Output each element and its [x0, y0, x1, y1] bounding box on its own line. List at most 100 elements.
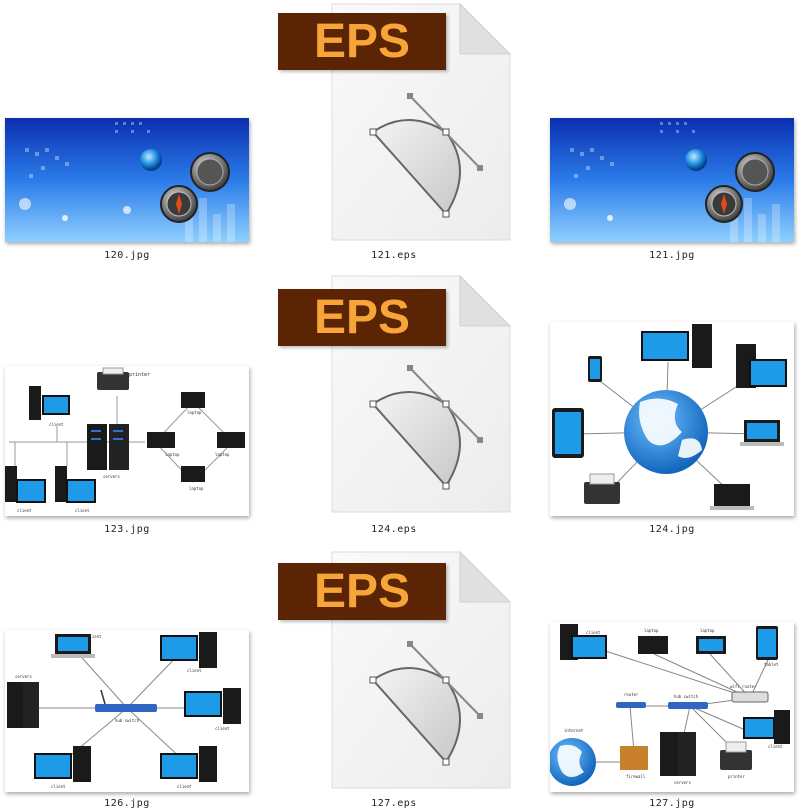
monitor-icon — [641, 331, 689, 361]
svg-text:router: router — [624, 692, 639, 697]
svg-text:client: client — [187, 668, 202, 673]
hub-switch-icon — [95, 704, 157, 712]
svg-text:client: client — [586, 630, 601, 635]
laptop-icon — [147, 432, 175, 448]
laptop-icon — [638, 636, 668, 654]
laptop-icon — [217, 432, 245, 448]
file-caption: 121.eps — [371, 250, 417, 261]
svg-text:hub switch: hub switch — [115, 718, 140, 723]
hub-switch-icon — [668, 702, 708, 709]
svg-text:firewall: firewall — [626, 774, 646, 779]
printer-icon — [720, 750, 752, 770]
file-item-124-jpg[interactable]: 124.jpg — [545, 272, 799, 542]
file-caption: 121.jpg — [649, 250, 695, 261]
wifi-router-icon — [731, 691, 769, 703]
svg-text:laptop: laptop — [644, 628, 659, 633]
tech-background-image — [5, 118, 249, 242]
svg-text:client: client — [215, 726, 230, 731]
server-icon — [199, 746, 217, 782]
monitor-icon — [571, 635, 607, 659]
server-icon — [774, 710, 790, 744]
server-icon — [7, 682, 23, 728]
file-caption: 120.jpg — [104, 250, 150, 261]
network-diagram-image: printer client servers laptop laptop lap… — [5, 367, 245, 513]
file-caption: 124.eps — [371, 524, 417, 535]
svg-text:servers: servers — [674, 780, 691, 785]
file-item-126-jpg[interactable]: client client servers hub switch client … — [0, 548, 260, 812]
firewall-icon — [620, 746, 648, 770]
file-item-124-eps[interactable]: EPS 124.eps — [270, 272, 530, 542]
file-item-120-jpg[interactable]: 120.jpg — [0, 0, 260, 270]
file-caption: 127.jpg — [649, 798, 695, 809]
thumbnail-121-jpg — [550, 118, 794, 242]
monitor-icon — [66, 479, 96, 503]
svg-text:laptop: laptop — [189, 486, 204, 491]
svg-text:client: client — [768, 744, 783, 749]
svg-text:hub switch: hub switch — [674, 694, 699, 699]
monitor-icon — [160, 753, 198, 779]
server-icon — [109, 424, 129, 470]
svg-text:client: client — [87, 634, 102, 639]
svg-text:tablet: tablet — [764, 662, 779, 667]
svg-text:client: client — [177, 784, 192, 789]
thumbnail-120-jpg — [5, 118, 249, 242]
file-item-127-eps[interactable]: EPS 127.eps — [270, 548, 530, 812]
file-caption: 127.eps — [371, 798, 417, 809]
file-caption: 126.jpg — [104, 798, 150, 809]
tech-background-image — [550, 118, 794, 242]
svg-text:client: client — [75, 508, 90, 513]
thumbnail-124-jpg — [550, 322, 794, 516]
svg-text:client: client — [51, 784, 66, 789]
server-icon — [223, 688, 241, 724]
network-diagram-image: client client servers hub switch client … — [7, 632, 241, 789]
file-item-127-jpg[interactable]: client laptop laptop tablet wifi router … — [545, 548, 799, 812]
monitor-icon — [160, 635, 198, 661]
eps-badge: EPS — [278, 289, 446, 346]
svg-text:client: client — [17, 508, 32, 513]
label-printer: printer — [129, 372, 150, 378]
globe-icon — [140, 149, 162, 171]
svg-text:servers: servers — [103, 474, 120, 479]
laptop-icon — [181, 466, 205, 482]
eps-badge: EPS — [278, 563, 446, 620]
laptop-icon — [714, 484, 750, 506]
svg-text:laptop: laptop — [187, 410, 202, 415]
monitor-icon — [42, 395, 70, 415]
monitor-icon — [34, 753, 72, 779]
server-icon — [199, 632, 217, 668]
file-item-121-jpg[interactable]: 121.jpg — [545, 0, 799, 270]
file-item-121-eps[interactable]: EPS 121.eps — [270, 0, 530, 270]
server-icon — [73, 746, 91, 782]
file-caption: 123.jpg — [104, 524, 150, 535]
network-diagram-image: client laptop laptop tablet wifi router … — [550, 624, 790, 786]
monitor-icon — [16, 479, 46, 503]
thumbnail-123-jpg: printer client servers laptop laptop lap… — [5, 366, 249, 516]
svg-text:servers: servers — [15, 674, 32, 679]
monitor-icon — [743, 717, 775, 739]
server-icon — [678, 732, 696, 776]
svg-text:internet: internet — [564, 728, 584, 733]
printer-icon — [97, 372, 129, 390]
thumbnail-126-jpg: client client servers hub switch client … — [5, 630, 249, 792]
svg-text:client: client — [49, 422, 64, 427]
server-icon — [87, 424, 107, 470]
printer-icon — [584, 482, 620, 504]
globe-icon — [685, 149, 707, 171]
svg-text:laptop: laptop — [215, 452, 230, 457]
server-icon — [23, 682, 39, 728]
laptop-icon — [181, 392, 205, 408]
monitor-icon — [184, 691, 222, 717]
thumbnail-127-jpg: client laptop laptop tablet wifi router … — [550, 622, 794, 792]
router-icon — [616, 702, 646, 708]
server-icon — [660, 732, 678, 776]
network-diagram-image — [552, 324, 787, 510]
svg-text:printer: printer — [728, 774, 745, 779]
svg-text:laptop: laptop — [700, 628, 715, 633]
svg-text:laptop: laptop — [165, 452, 180, 457]
eps-badge: EPS — [278, 13, 446, 70]
file-caption: 124.jpg — [649, 524, 695, 535]
monitor-icon — [749, 359, 787, 387]
svg-text:wifi router: wifi router — [730, 684, 757, 689]
server-icon — [692, 324, 712, 368]
file-item-123-jpg[interactable]: printer client servers laptop laptop lap… — [0, 272, 260, 542]
